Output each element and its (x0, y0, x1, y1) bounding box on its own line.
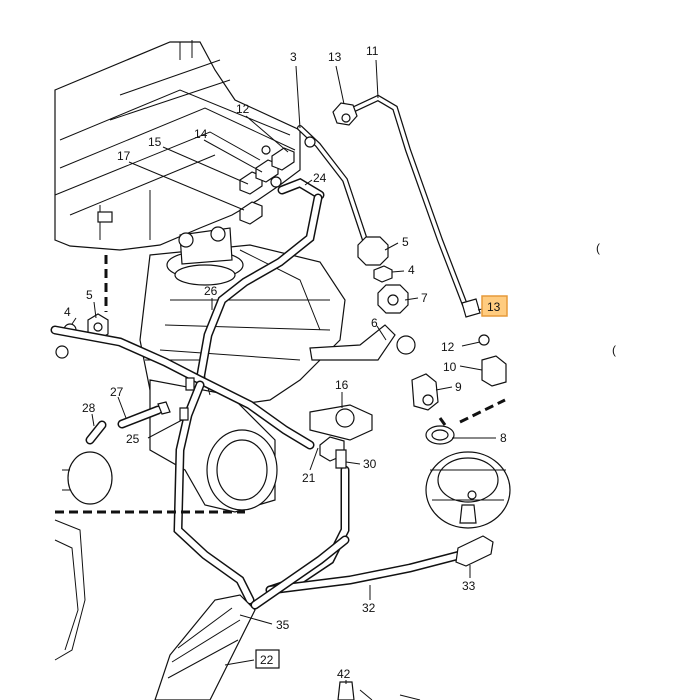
margin-mark-1: ( (596, 241, 600, 255)
margin-mark-2: ( (612, 343, 616, 357)
fittings-cluster (239, 145, 325, 225)
callout-14: 14 (194, 127, 208, 141)
callout-11: 11 (366, 44, 379, 58)
engine-block (54, 40, 301, 251)
callout-13-highlighted: 13 (487, 300, 501, 314)
callout-3: 3 (290, 50, 297, 64)
callout-13-top: 13 (328, 50, 342, 64)
callout-42: 42 (337, 667, 351, 681)
callout-8: 8 (500, 431, 507, 445)
callout-labels: 3 13 11 12 14 15 17 24 5 4 7 6 13 12 10 … (64, 44, 616, 681)
callout-22: 22 (260, 653, 274, 667)
callout-6: 6 (371, 316, 378, 330)
callout-10: 10 (443, 360, 457, 374)
callout-7: 7 (421, 291, 428, 305)
callout-30: 30 (363, 457, 377, 471)
hose-26 (195, 193, 323, 385)
callout-25: 25 (126, 432, 140, 446)
callout-26: 26 (204, 284, 218, 298)
callout-35: 35 (276, 618, 290, 632)
bottom-assembly (154, 535, 421, 700)
callout-15: 15 (148, 135, 162, 149)
vacuum-pipes-top (297, 94, 481, 318)
callout-21: 21 (302, 471, 316, 485)
valve-16 (309, 404, 373, 469)
callout-12-right: 12 (441, 340, 455, 354)
callout-33: 33 (462, 579, 476, 593)
callout-16: 16 (335, 378, 349, 392)
callout-12-top: 12 (236, 102, 250, 116)
callout-28: 28 (82, 401, 96, 415)
leader-lines (71, 59, 496, 684)
callout-9: 9 (455, 380, 462, 394)
callout-4-right: 4 (408, 263, 415, 277)
intake-manifold (139, 226, 346, 411)
callout-17: 17 (117, 149, 131, 163)
callout-5-right: 5 (402, 235, 409, 249)
callout-32: 32 (362, 601, 376, 615)
callout-24: 24 (313, 171, 327, 185)
callout-5-left: 5 (86, 288, 93, 302)
right-components (309, 236, 511, 529)
box-22 (255, 649, 280, 669)
hoses-27-28-25 (85, 377, 195, 445)
highlight-box-13 (481, 295, 508, 317)
callout-27: 27 (110, 385, 124, 399)
callout-4-left: 4 (64, 305, 71, 319)
